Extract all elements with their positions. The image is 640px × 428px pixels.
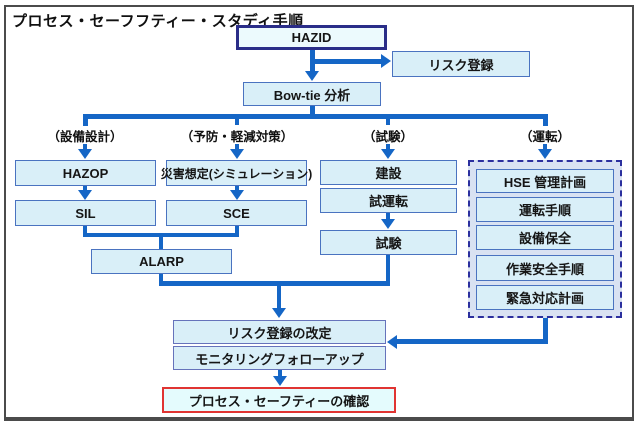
node-risk-register-label: リスク登録: [428, 57, 494, 73]
node-sce: SCE: [166, 200, 307, 226]
connector-line: [543, 144, 547, 150]
connector-arrow-down-icon: [230, 149, 244, 159]
connector-arrow-down-icon: [78, 190, 92, 200]
connector-arrow-right-icon: [381, 54, 391, 68]
connector-stub: [543, 114, 548, 126]
node-risk-register: リスク登録: [392, 51, 530, 77]
connector-line: [277, 281, 281, 309]
connector-line: [83, 226, 87, 236]
node-hazid: HAZID: [236, 25, 387, 50]
connector-arrow-down-icon: [272, 308, 286, 318]
node-test: 試験: [320, 230, 457, 255]
node-disaster-simulation-label: 災害想定(シミュレーション): [160, 166, 313, 181]
node-hazid-label: HAZID: [291, 30, 332, 45]
node-alarp-label: ALARP: [139, 254, 184, 269]
connector-stub: [83, 114, 88, 126]
node-monitoring-followup-label: モニタリングフォローアップ: [195, 351, 364, 367]
node-construction-label: 建設: [375, 166, 402, 181]
node-hse-management-plan: HSE 管理計画: [476, 169, 614, 193]
connector-line: [386, 144, 390, 150]
category-label-prevention-mitigation: （予防・軽減対策）: [180, 130, 294, 144]
connector-arrow-down-icon: [78, 149, 92, 159]
node-work-safety-procedure-label: 作業安全手順: [505, 261, 584, 277]
connector-line: [83, 186, 87, 191]
node-bowtie-analysis: Bow-tie 分析: [243, 82, 381, 106]
connector-arrow-down-icon: [230, 190, 244, 200]
connector-line: [235, 144, 239, 150]
connector-arrow-down-icon: [381, 149, 395, 159]
node-construction: 建設: [320, 160, 457, 185]
category-label-operation: （運転）: [519, 130, 570, 144]
node-hse-management-plan-label: HSE 管理計画: [503, 174, 587, 190]
connector-line: [159, 281, 390, 286]
node-operation-procedure: 運転手順: [476, 197, 614, 222]
node-sce-label: SCE: [223, 205, 250, 221]
connector-arrow-down-icon: [273, 376, 287, 386]
node-hazop: HAZOP: [15, 160, 156, 186]
connector-line: [386, 255, 390, 286]
connector-arrow-down-icon: [305, 71, 319, 81]
node-bowtie-analysis-label: Bow-tie 分析: [273, 87, 351, 103]
connector-arrow-down-icon: [381, 219, 395, 229]
node-hazop-label: HAZOP: [62, 165, 109, 181]
connector-arrow-left-icon: [387, 335, 397, 349]
page-title: プロセス・セーフフティー・スタディ手順: [12, 13, 304, 30]
node-alarp: ALARP: [91, 249, 232, 274]
connector-line: [159, 233, 163, 249]
node-risk-register-revision-label: リスク登録の改定: [227, 325, 332, 341]
connector-arrow-down-icon: [538, 149, 552, 159]
connector-line: [159, 274, 163, 286]
node-sil-label: SIL: [75, 205, 96, 221]
node-test-run: 試運転: [320, 188, 457, 213]
connector-stub: [235, 117, 239, 125]
connector-line: [397, 339, 548, 344]
connector-stub: [386, 117, 390, 125]
node-test-label: 試験: [375, 236, 402, 251]
connector-line: [235, 186, 239, 191]
category-label-testing: （試験）: [362, 130, 413, 144]
connector-line: [310, 59, 382, 64]
node-monitoring-followup: モニタリングフォローアップ: [173, 346, 386, 370]
node-emergency-response-plan: 緊急対応計画: [476, 285, 614, 310]
connector-line: [310, 106, 315, 116]
node-risk-register-revision: リスク登録の改定: [173, 320, 386, 344]
connector-line: [83, 144, 87, 150]
node-work-safety-procedure: 作業安全手順: [476, 255, 614, 281]
node-operation-procedure-label: 運転手順: [518, 203, 571, 218]
connector-line: [235, 226, 239, 236]
node-equipment-maintenance-label: 設備保全: [518, 231, 571, 246]
node-equipment-maintenance: 設備保全: [476, 225, 614, 250]
node-process-safety-confirmation-label: プロセス・セーフティーの確認: [188, 393, 370, 409]
node-sil: SIL: [15, 200, 156, 226]
connector-trunk-line: [83, 114, 548, 119]
connector-line: [386, 213, 390, 220]
connector-line: [278, 370, 282, 377]
node-disaster-simulation: 災害想定(シミュレーション): [161, 160, 312, 186]
connector-line: [543, 318, 548, 344]
category-label-equipment-design: （設備設計）: [47, 130, 123, 144]
node-process-safety-confirmation: プロセス・セーフティーの確認: [162, 387, 396, 413]
node-emergency-response-plan-label: 緊急対応計画: [505, 291, 584, 306]
node-test-run-label: 試運転: [368, 194, 408, 209]
